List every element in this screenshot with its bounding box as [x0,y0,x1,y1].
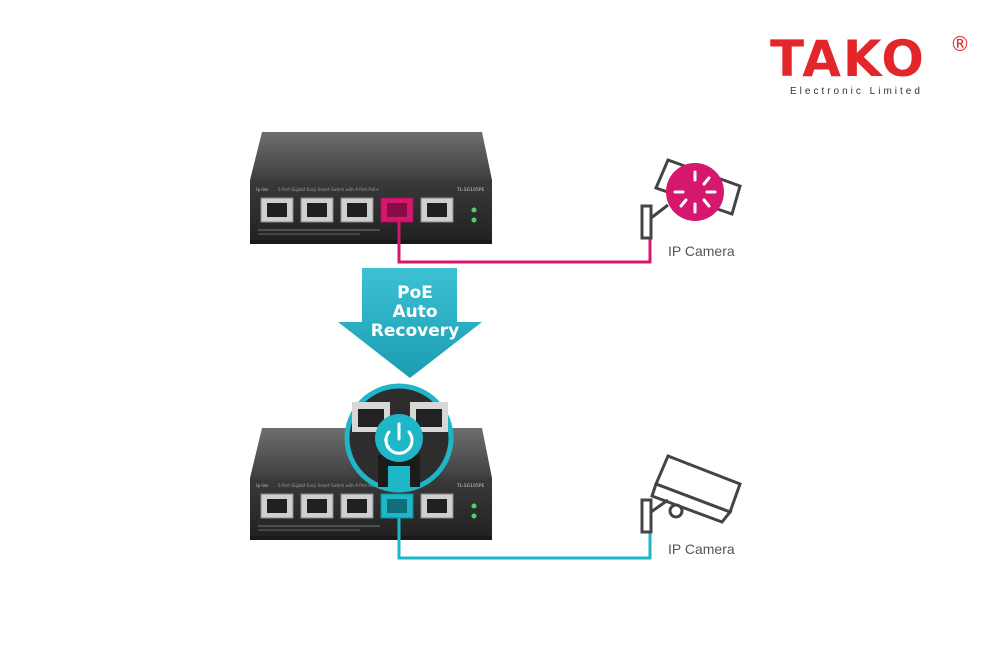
bottom-switch-power-led [471,503,477,509]
bottom-camera-mount [640,498,653,534]
top-switch-description: 5-Port Gigabit Easy Smart Switch with 4-… [278,187,379,192]
bottom-switch-poe-led [471,513,477,519]
tako-logo: TAKO ® Electronic Limited [770,30,980,100]
top-switch-model: TL-SG105PE [456,187,484,193]
logo-registered-mark: ® [950,32,970,56]
bottom-camera-label: IP Camera [668,541,735,557]
top-switch-faulty-port [380,197,414,223]
bottom-switch-description: 5-Port Gigabit Easy Smart Switch with 4-… [278,483,379,488]
top-camera [640,158,742,240]
top-camera-mount [640,204,653,240]
bottom-switch-ports [260,493,454,519]
loading-spinner-icon [673,170,717,214]
top-camera-label: IP Camera [668,243,735,259]
logo-subtitle: Electronic Limited [790,86,923,97]
bottom-camera-lens-icon [668,503,684,519]
top-switch-power-led [471,207,477,213]
arrow-label-line2: Auto [392,302,438,322]
top-switch-brand: tp-link [256,187,269,192]
bottom-camera [640,454,742,534]
top-switch-poe-led [471,217,477,223]
bottom-switch-brand: tp-link [256,483,269,488]
arrow-label-line3: Recovery [370,321,460,341]
bottom-recovered-cable [397,518,652,560]
recovery-arrow [338,268,482,378]
top-switch: tp-link 5-Port Gigabit Easy Smart Switch… [250,132,492,244]
top-switch-ports [260,197,454,223]
bottom-switch-model: TL-SG105PE [456,483,484,489]
port-magnifier [344,383,454,493]
top-switch-top-panel [250,132,492,180]
logo-brand: TAKO [770,30,926,88]
top-fault-cable [397,222,652,264]
power-restart-icon [384,422,414,455]
arrow-label-line1: PoE [397,283,433,303]
